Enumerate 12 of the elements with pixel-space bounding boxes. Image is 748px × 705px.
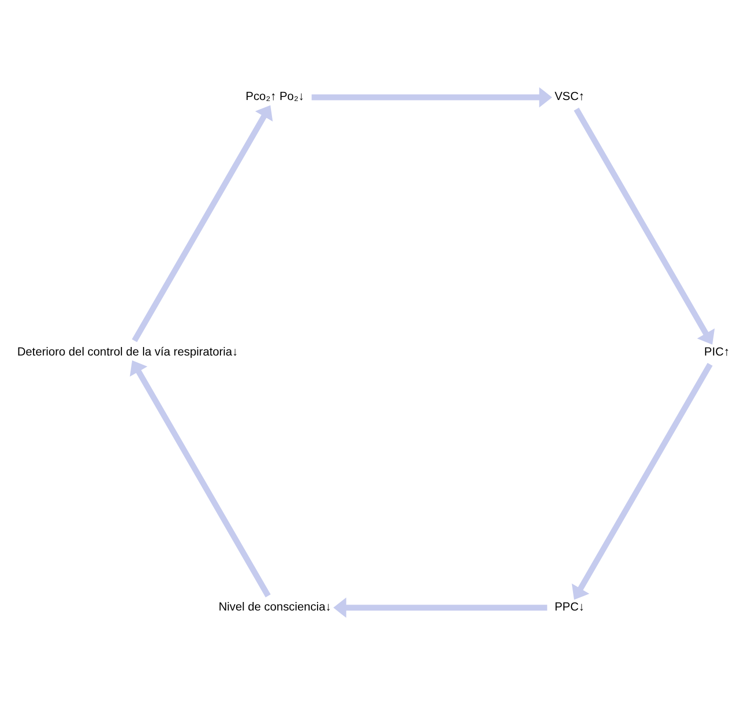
node-text: Nivel de consciencia↓ [218,600,332,614]
arrow [130,360,271,598]
node-text: VSC↑ [554,90,585,104]
node-text: Deterioro del control de la vía respiratoria↓ [17,345,238,358]
node-text: PIC↑ [704,345,730,358]
node-text: Pco₂↑ Po₂↓ [246,90,304,104]
arrow [333,598,548,618]
arrow [574,108,715,345]
arrow [312,87,552,108]
arrow [132,105,273,342]
node-text: PPC↓ [554,600,585,614]
arrow [572,362,713,600]
